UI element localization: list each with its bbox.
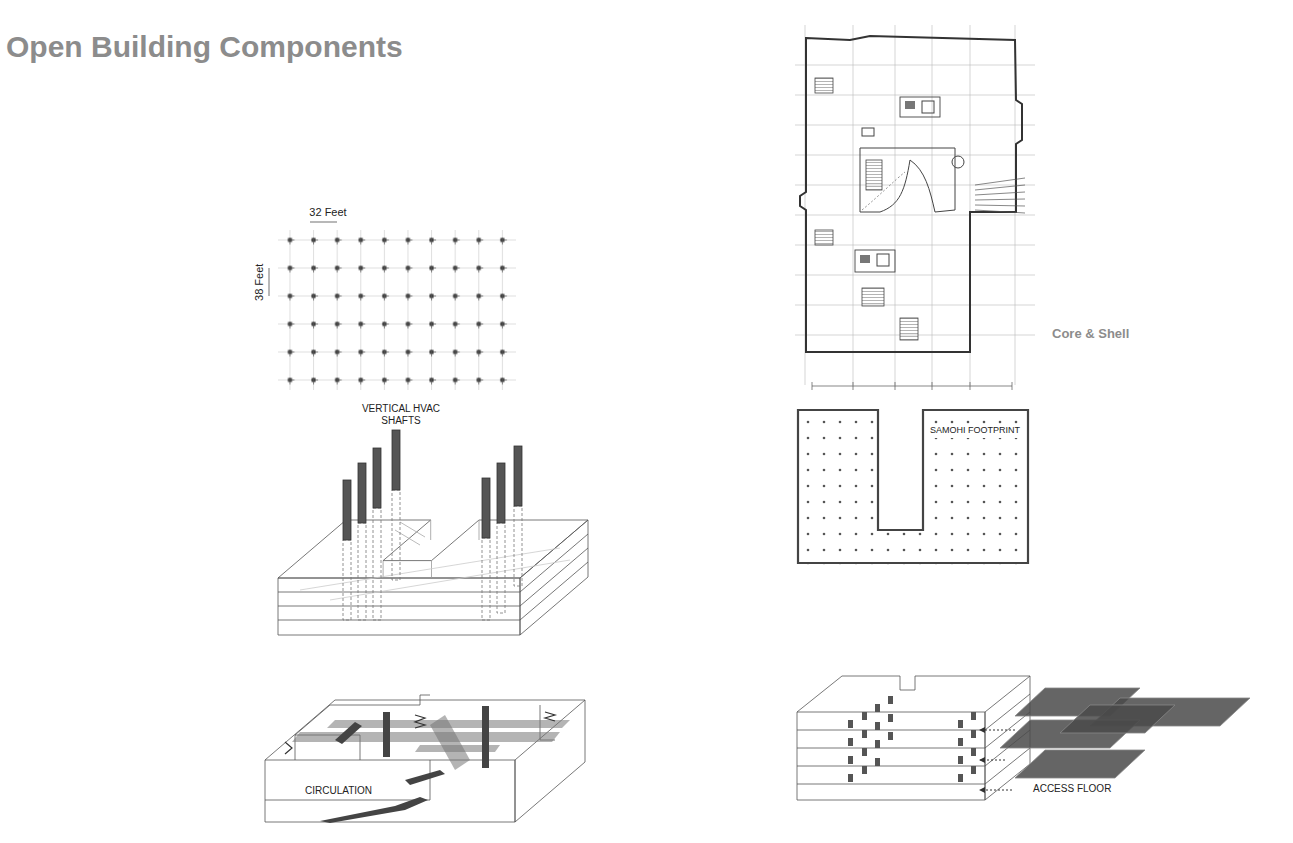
core-shell-plan	[795, 25, 1035, 390]
access-floor-label: ACCESS FLOOR	[1033, 783, 1111, 795]
shafts-label: VERTICAL HVAC SHAFTS	[356, 403, 446, 426]
column-grid	[269, 222, 516, 390]
circulation-isometric	[265, 695, 585, 823]
plan-label: Core & Shell	[1052, 327, 1129, 342]
page-title: Open Building Components	[6, 30, 403, 65]
access-floor-isometric	[797, 676, 1250, 800]
hvac-isometric	[278, 430, 588, 635]
footprint-label: SAMOHI FOOTPRINT	[930, 425, 1020, 435]
dimension-label: 32 Feet	[309, 206, 346, 219]
dimension-label: 38 Feet	[254, 263, 267, 300]
circulation-label: CIRCULATION	[305, 785, 372, 797]
footprint-plan	[798, 408, 1030, 565]
